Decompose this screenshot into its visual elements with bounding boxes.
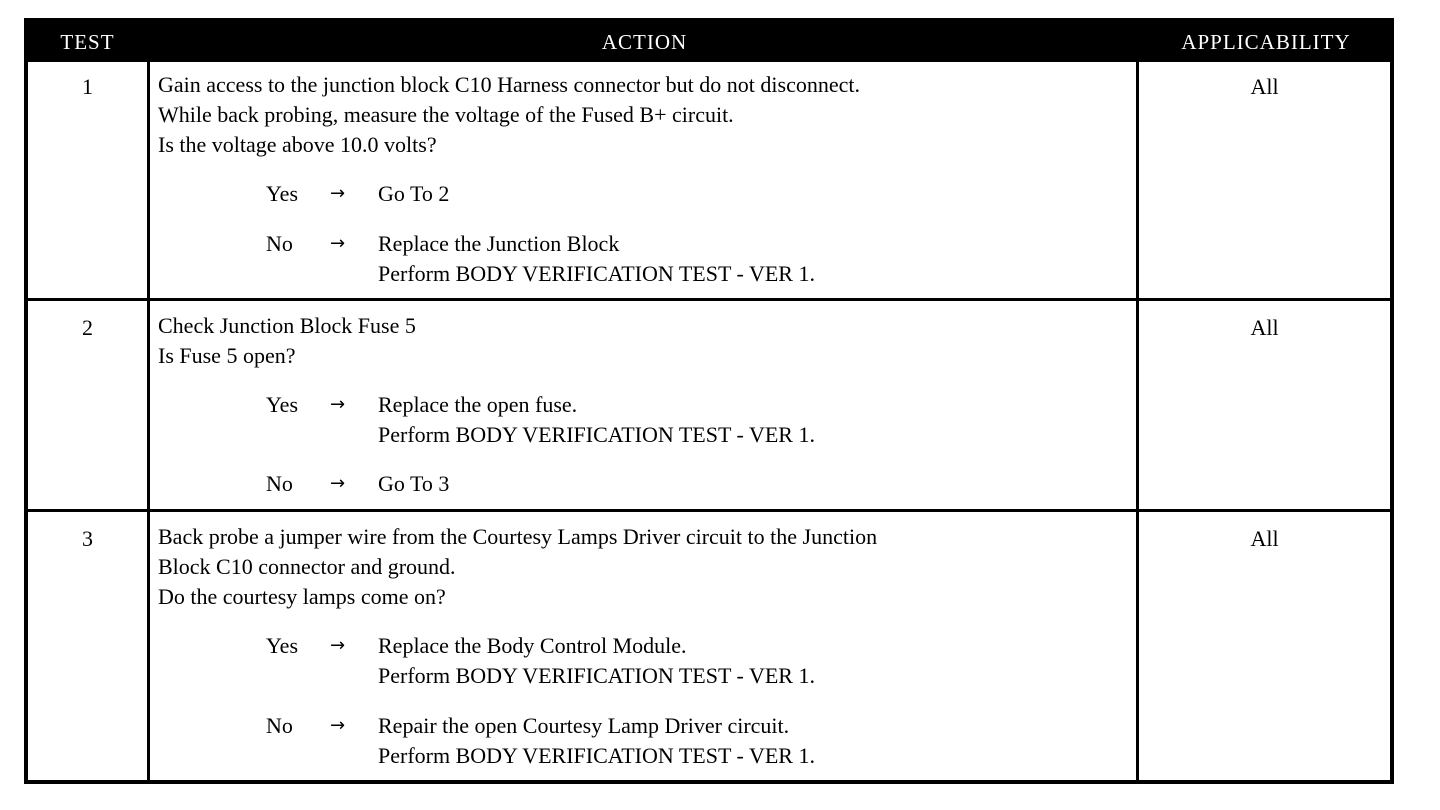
header-applicability: APPLICABILITY	[1181, 30, 1351, 54]
yes-label: Yes	[266, 392, 299, 417]
yes-result: Replace the open fuse.	[378, 392, 578, 417]
arrow-right-icon: →	[330, 473, 346, 494]
yes-label: Yes	[266, 181, 299, 206]
no-result: Go To 3	[378, 471, 450, 496]
arrow-right-icon: →	[330, 635, 346, 656]
action-text: Block C10 connector and ground.	[158, 554, 456, 579]
no-result: Perform BODY VERIFICATION TEST - VER 1.	[378, 261, 815, 286]
yes-result: Perform BODY VERIFICATION TEST - VER 1.	[378, 663, 815, 688]
applicability-cell: All	[1250, 315, 1279, 340]
action-text: Do the courtesy lamps come on?	[158, 584, 446, 609]
row-divider	[28, 298, 1390, 301]
yes-result: Go To 2	[378, 181, 450, 206]
yes-label: Yes	[266, 633, 299, 658]
no-label: No	[266, 231, 293, 256]
action-text: Is the voltage above 10.0 volts?	[158, 132, 437, 157]
test-number: 2	[82, 315, 93, 340]
no-result: Replace the Junction Block	[378, 231, 620, 256]
column-divider	[147, 22, 150, 780]
yes-result: Replace the Body Control Module.	[378, 633, 687, 658]
action-text: Check Junction Block Fuse 5	[158, 313, 416, 338]
row-divider	[28, 509, 1390, 512]
applicability-cell: All	[1250, 74, 1279, 99]
header-test: TEST	[60, 30, 115, 54]
arrow-right-icon: →	[330, 394, 346, 415]
no-label: No	[266, 471, 293, 496]
arrow-right-icon: →	[330, 233, 346, 254]
table-header: TEST ACTION APPLICABILITY	[28, 22, 1390, 62]
header-action: ACTION	[601, 30, 688, 54]
diagnostic-test-table: TEST ACTION APPLICABILITY 1 All Gain acc…	[24, 18, 1394, 784]
action-text: Gain access to the junction block C10 Ha…	[158, 72, 860, 97]
arrow-right-icon: →	[330, 183, 346, 204]
action-text: While back probing, measure the voltage …	[158, 102, 734, 127]
no-result: Repair the open Courtesy Lamp Driver cir…	[378, 713, 790, 738]
no-result: Perform BODY VERIFICATION TEST - VER 1.	[378, 743, 815, 768]
action-text: Is Fuse 5 open?	[158, 343, 296, 368]
test-number: 3	[82, 526, 93, 551]
test-number: 1	[82, 74, 93, 99]
column-divider	[1136, 22, 1139, 780]
action-text: Back probe a jumper wire from the Courte…	[158, 524, 878, 549]
no-label: No	[266, 713, 293, 738]
yes-result: Perform BODY VERIFICATION TEST - VER 1.	[378, 422, 815, 447]
arrow-right-icon: →	[330, 715, 346, 736]
applicability-cell: All	[1250, 526, 1279, 551]
